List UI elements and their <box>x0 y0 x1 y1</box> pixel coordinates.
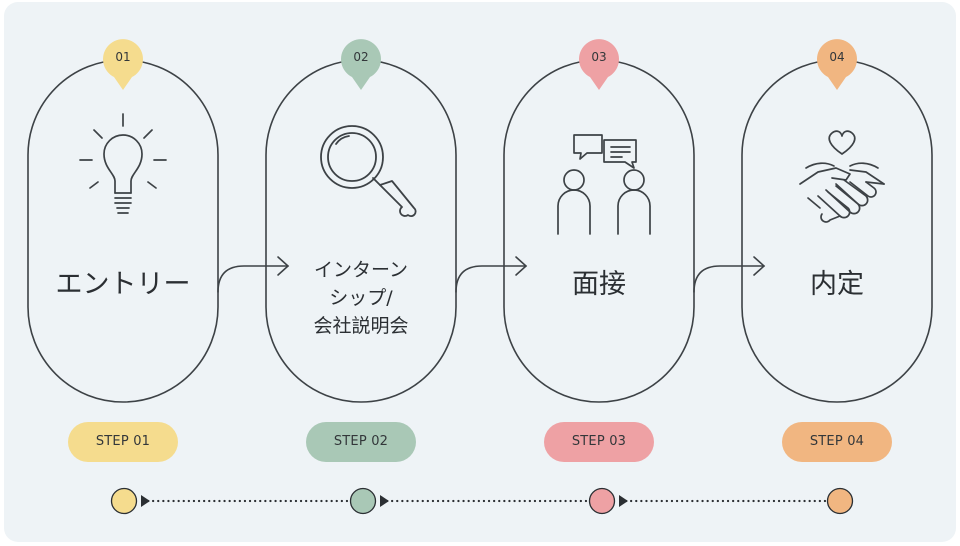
step-4-pin <box>817 39 858 90</box>
timeline-arrowhead-2 <box>380 495 389 507</box>
step-1-capsule <box>27 59 219 403</box>
connector-arrow-1 <box>217 256 290 293</box>
step-2-number: 02 <box>353 50 369 64</box>
step-2-capsule <box>265 59 457 403</box>
timeline-arrowhead-1 <box>141 495 150 507</box>
step-4-capsule <box>741 59 933 403</box>
step-3-capsule <box>503 59 695 403</box>
timeline-node-4 <box>826 487 854 515</box>
connector-arrow-2 <box>455 256 528 293</box>
handshake-heart-icon <box>799 130 885 223</box>
step-3-title: 面接 <box>572 269 626 300</box>
step-1-badge: STEP 01 <box>68 422 178 462</box>
step-3-badge: STEP 03 <box>544 422 654 462</box>
step-4-title: 内定 <box>810 269 864 300</box>
timeline <box>110 487 854 515</box>
step-3-pin <box>579 39 619 90</box>
timeline-arrowhead-3 <box>619 495 628 507</box>
light-bulb-icon <box>79 113 167 214</box>
step-3-number: 03 <box>591 50 607 64</box>
step-1-pin <box>103 39 143 90</box>
step-2-title: インターン シップ/ 会社説明会 <box>313 259 409 337</box>
step-2-badge: STEP 02 <box>306 422 416 462</box>
magnifier-icon <box>320 125 417 217</box>
timeline-node-1 <box>110 487 138 515</box>
step-1-number: 01 <box>115 50 131 64</box>
diagram-graphics <box>27 39 933 515</box>
timeline-node-2 <box>349 487 377 515</box>
connector-arrow-3 <box>693 256 766 293</box>
step-1-title: エントリー <box>55 269 191 300</box>
process-diagram: 01 02 03 04 エントリー インターン シップ/ 会社説明会 面接 内定… <box>4 2 956 542</box>
timeline-node-3 <box>588 487 616 515</box>
step-4-number: 04 <box>829 50 845 64</box>
step-2-pin <box>341 39 382 90</box>
interview-icon <box>557 134 651 235</box>
step-4-badge: STEP 04 <box>782 422 892 462</box>
